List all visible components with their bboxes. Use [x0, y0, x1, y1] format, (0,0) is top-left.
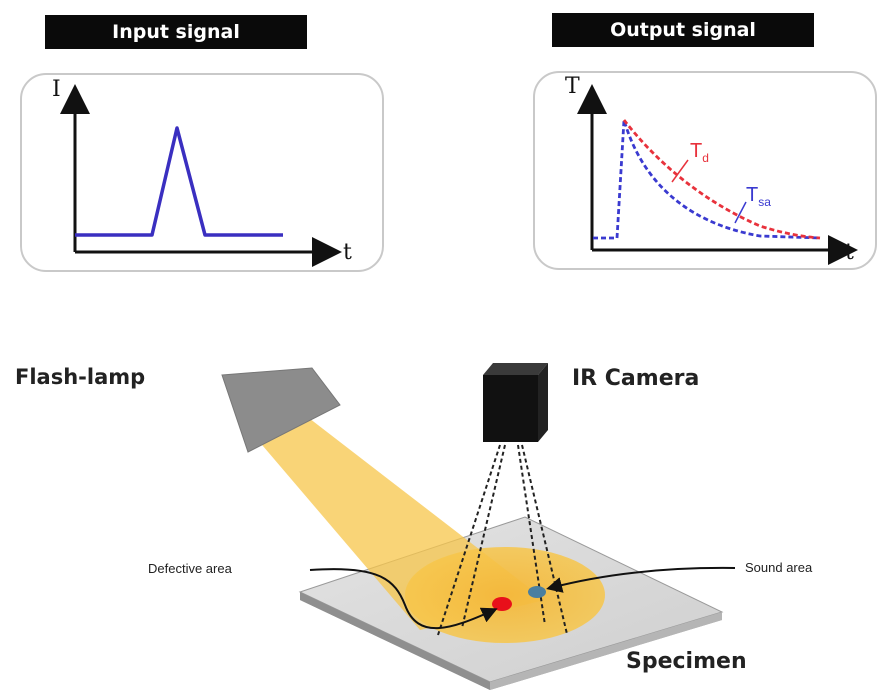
sound-area-label: Sound area — [745, 560, 813, 575]
sound-area-marker — [528, 586, 546, 598]
flash-lamp-label: Flash-lamp — [15, 365, 146, 389]
ir-camera-body — [483, 363, 548, 442]
defective-area-label: Defective area — [148, 561, 232, 576]
tsa-label: Tsa — [746, 184, 771, 209]
output-axes — [577, 84, 858, 265]
defective-area-callout — [309, 568, 498, 630]
input-x-axis-label: t — [343, 240, 352, 265]
sound-area-curve — [593, 119, 821, 240]
output-x-axis-label: t — [845, 240, 854, 265]
output-y-axis-label: T — [565, 74, 580, 99]
output-signal-title: Output signal — [552, 13, 814, 47]
td-leader-line — [671, 159, 689, 183]
input-y-axis-label: I — [52, 77, 61, 102]
defective-area-marker — [492, 597, 512, 611]
camera-field-of-view — [437, 444, 568, 636]
specimen-label: Specimen — [626, 649, 747, 674]
td-label: Td — [690, 140, 709, 165]
heated-spot — [405, 547, 605, 643]
input-signal-title: Input signal — [45, 15, 307, 49]
tsa-leader-line — [734, 201, 747, 224]
sound-area-callout — [546, 566, 736, 593]
ir-camera-label: IR Camera — [572, 366, 700, 391]
flash-lamp-body — [221, 367, 341, 453]
input-pulse-curve — [75, 126, 283, 237]
defect-area-curve — [622, 119, 821, 240]
input-axes — [60, 84, 342, 267]
